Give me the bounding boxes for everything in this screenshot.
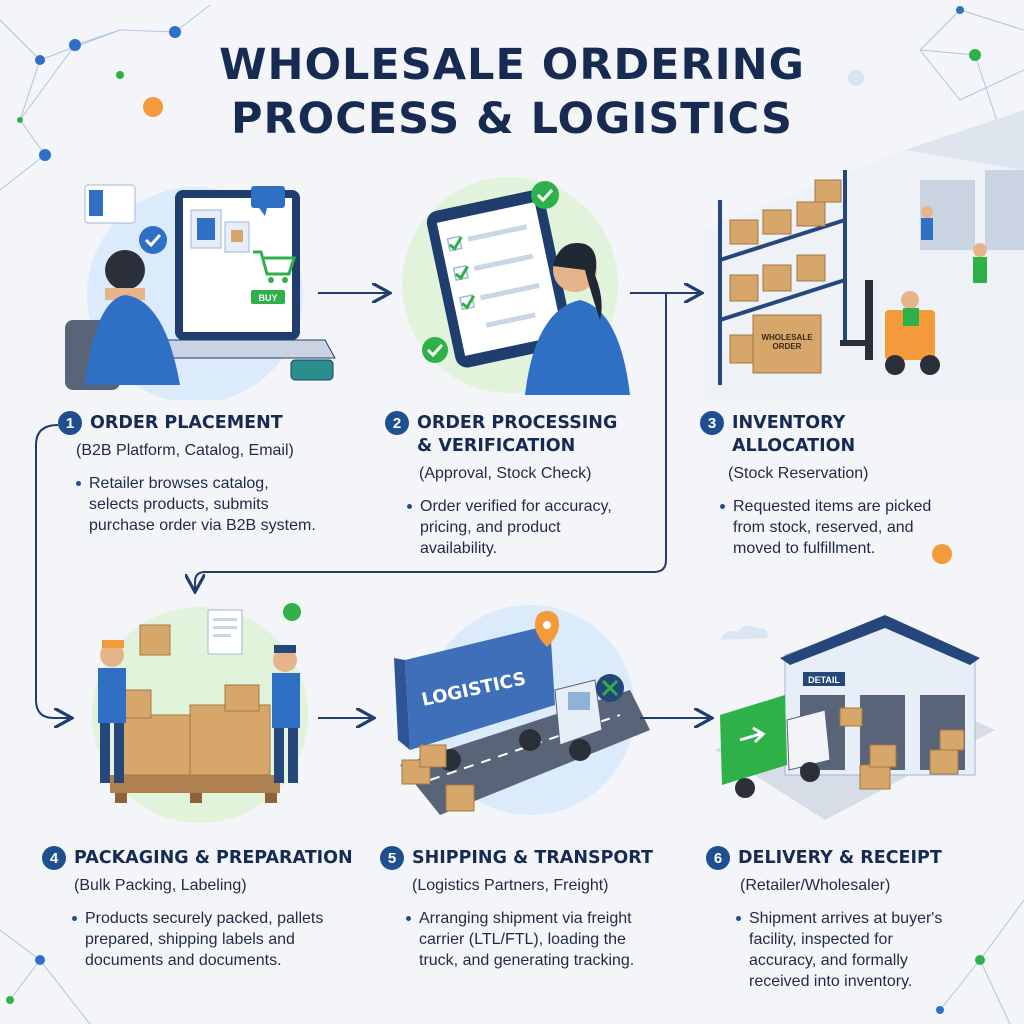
step-subtitle: (Retailer/Wholesaler) (740, 877, 891, 894)
illustration-order-verification (402, 177, 630, 395)
check-circle-icon (531, 181, 559, 209)
step-description: Order verified for accuracy, pricing, an… (420, 498, 612, 557)
step-1: 1 ORDER PLACEMENT (B2B Platform, Catalog… (58, 411, 358, 536)
step-subtitle: (Stock Reservation) (728, 465, 869, 482)
bullet-icon (406, 916, 411, 921)
illustration-packaging (92, 603, 308, 823)
title-line-2: PROCESS & LOGISTICS (231, 94, 793, 144)
chat-icon (283, 603, 301, 621)
cloud-icon (720, 625, 768, 640)
step-description: Requested items are picked from stock, r… (733, 498, 932, 557)
step-6: 6 DELIVERY & RECEIPT (Retailer/Wholesale… (706, 846, 1006, 992)
checkmark-icon (139, 226, 167, 254)
step-number-badge: 6 (706, 846, 730, 870)
illustration-order-placement: BUY (65, 184, 336, 400)
step-number-badge: 5 (380, 846, 404, 870)
illustration-logistics-truck: LOGISTICS (394, 605, 650, 815)
step-subtitle: (Bulk Packing, Labeling) (74, 877, 247, 894)
arrow-step1-to-step4 (35, 424, 70, 718)
illustration-delivery: DETAIL (715, 615, 995, 820)
step-5: 5 SHIPPING & TRANSPORT (Logistics Partne… (380, 846, 680, 971)
step-title: ORDER PLACEMENT (90, 413, 283, 433)
title-line-1: WHOLESALE ORDERING (219, 40, 805, 90)
cart-icon (253, 250, 297, 283)
step-description: Retailer browses catalog, selects produc… (89, 475, 316, 534)
step-number-badge: 1 (58, 411, 82, 435)
step-title: DELIVERY & RECEIPT (738, 848, 942, 868)
bullet-icon (407, 504, 412, 509)
step-3: 3 INVENTORY ALLOCATION (Stock Reservatio… (700, 411, 1000, 559)
step-number-badge: 4 (42, 846, 66, 870)
building-sign-label: DETAIL (808, 675, 840, 685)
step-subtitle: (Logistics Partners, Freight) (412, 877, 609, 894)
buy-button-label: BUY (258, 293, 277, 303)
check-circle-icon-2 (422, 337, 448, 363)
bullet-icon (736, 916, 741, 921)
step-title: INVENTORY ALLOCATION (732, 413, 856, 456)
bullet-icon (72, 916, 77, 921)
chat-bubble-icon (251, 186, 285, 208)
step-title: ORDER PROCESSING & VERIFICATION (417, 413, 618, 456)
step-title: PACKAGING & PREPARATION (74, 848, 353, 868)
page-title: WHOLESALE ORDERING PROCESS & LOGISTICS (0, 38, 1024, 146)
step-number-badge: 2 (385, 411, 409, 435)
step-2: 2 ORDER PROCESSING & VERIFICATION (Appro… (385, 411, 675, 559)
step-4: 4 PACKAGING & PREPARATION (Bulk Packing,… (42, 846, 372, 971)
step-subtitle: (Approval, Stock Check) (419, 465, 592, 482)
step-description: Arranging shipment via freight carrier (… (419, 910, 635, 969)
step-title: SHIPPING & TRANSPORT (412, 848, 653, 868)
bullet-icon (720, 504, 725, 509)
arrow-step3-to-step4 (195, 293, 667, 590)
step-description: Shipment arrives at buyer's facility, in… (749, 910, 943, 990)
bullet-icon (76, 481, 81, 486)
step-number-badge: 3 (700, 411, 724, 435)
step-subtitle: (B2B Platform, Catalog, Email) (76, 442, 294, 459)
step-description: Products securely packed, pallets prepar… (85, 910, 324, 969)
